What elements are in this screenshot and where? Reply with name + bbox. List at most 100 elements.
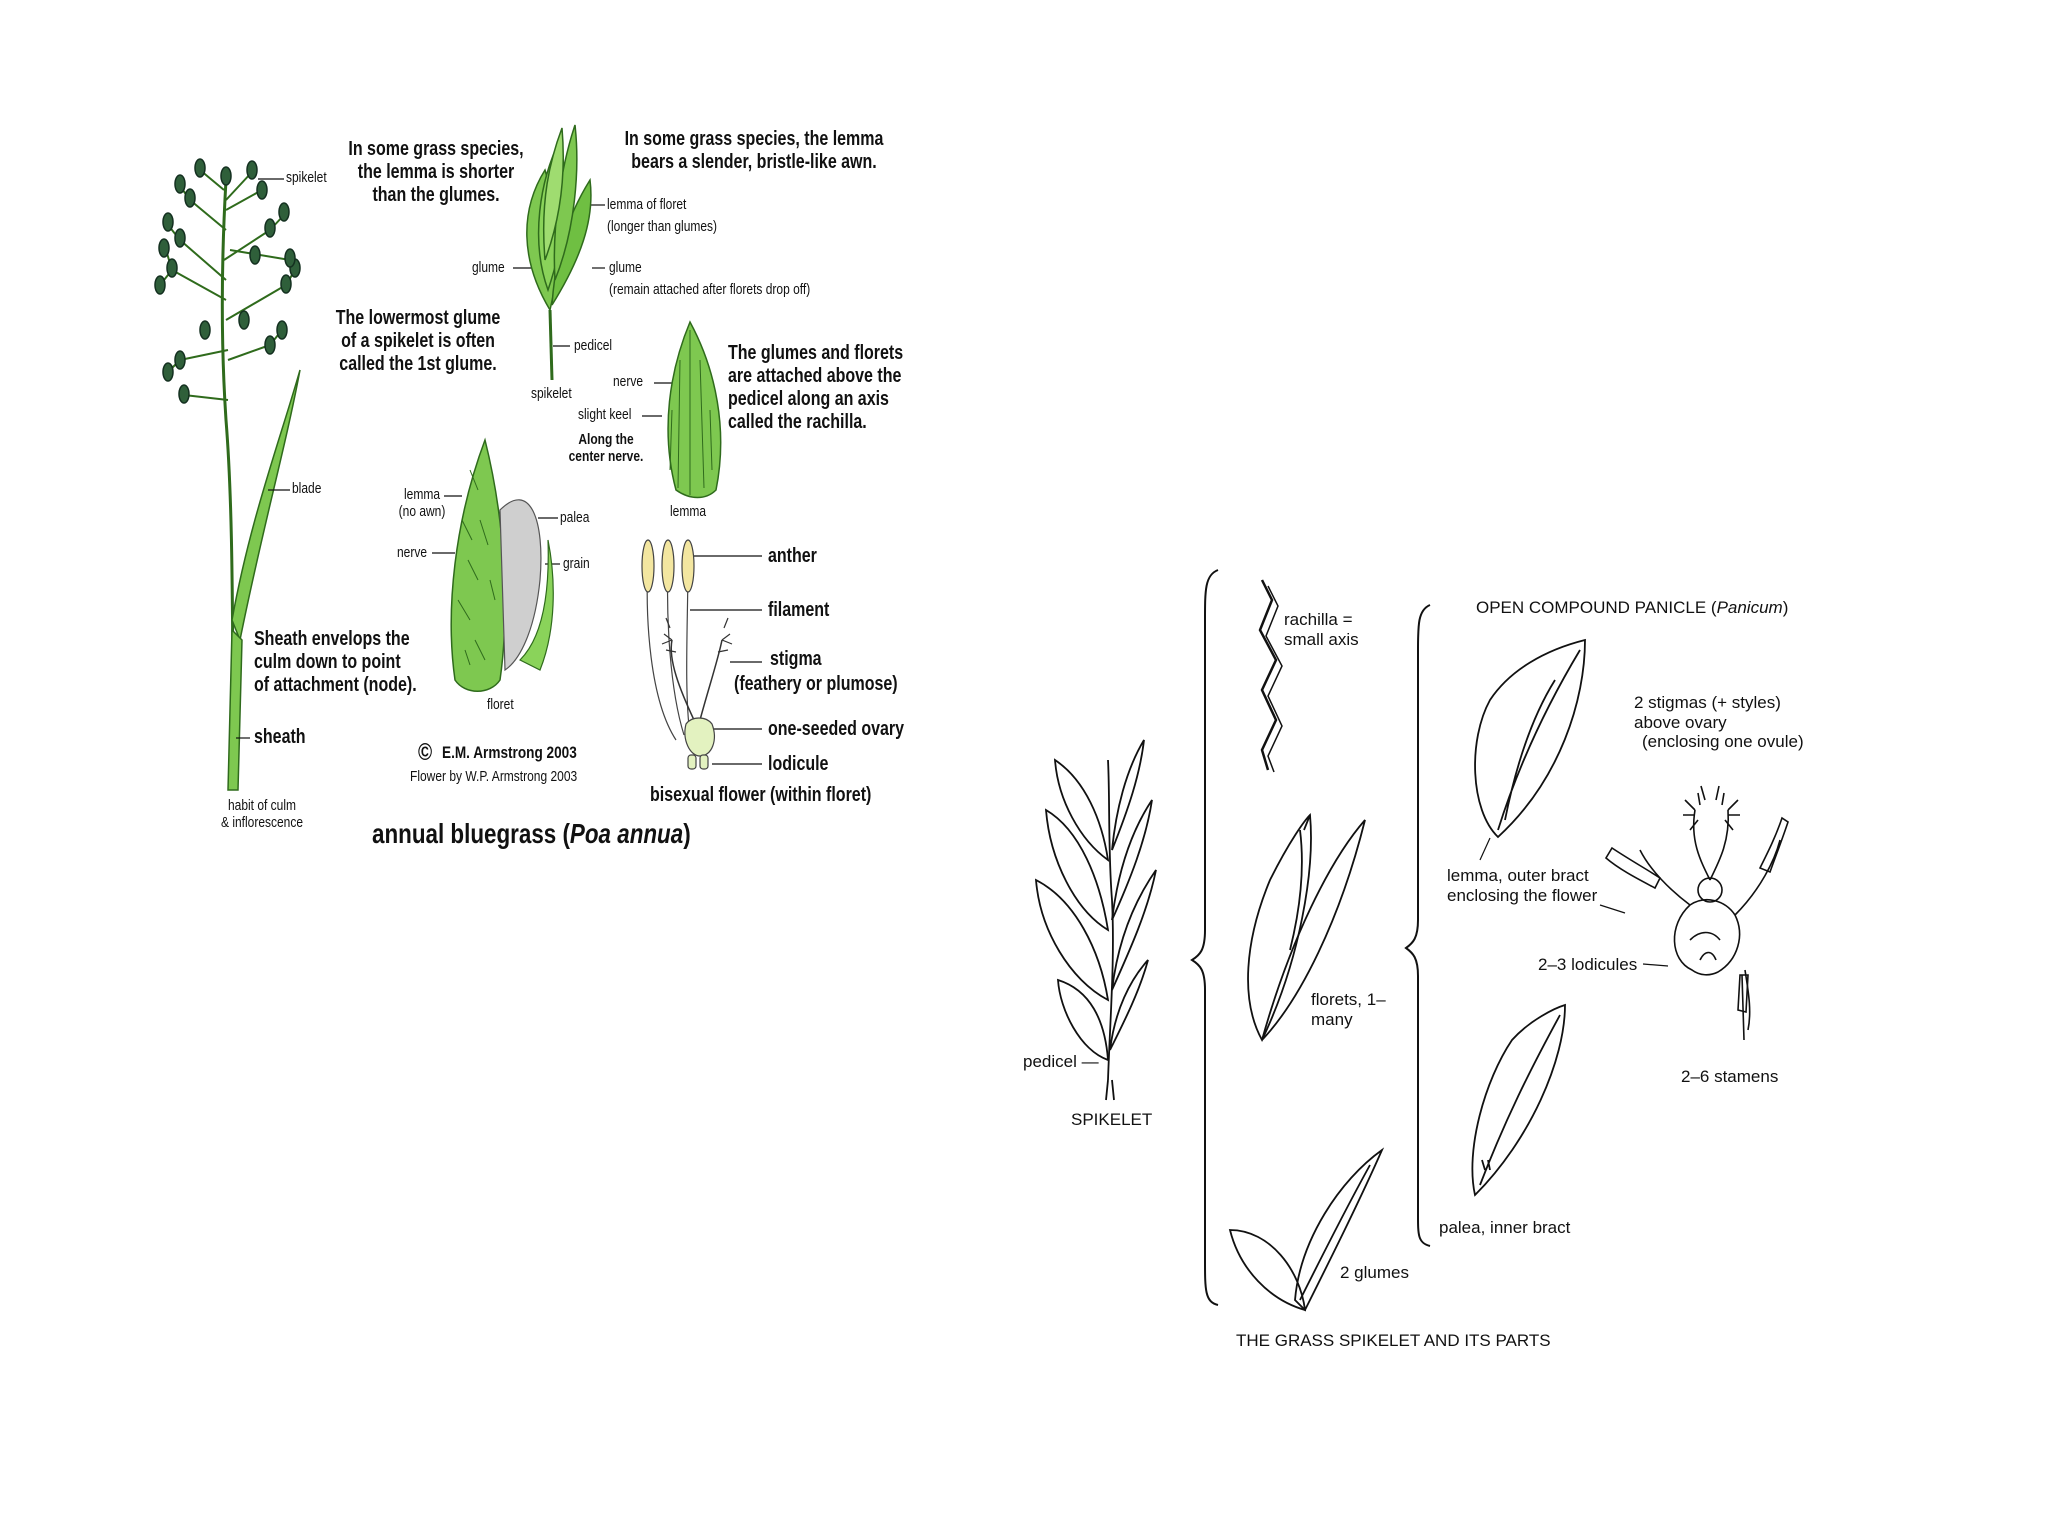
leader-lines-right [1479, 837, 1669, 967]
label-lodicules: 2–3 lodicules [1538, 955, 1638, 974]
green-spikelet [526, 124, 592, 381]
note-line: called the 1st glume. [339, 353, 497, 375]
label-filament: filament [768, 599, 830, 621]
note-line: called the rachilla. [728, 411, 867, 433]
right-caption: THE GRASS SPIKELET AND ITS PARTS [1236, 1331, 1551, 1350]
caption-suffix: ) [683, 818, 691, 849]
label-spikelet-mid: spikelet [531, 385, 572, 402]
label-blade: blade [292, 480, 322, 497]
note-line: The lowermost glume [335, 307, 501, 329]
note-line: than the glumes. [372, 184, 500, 206]
note-line: the lemma is shorter [357, 161, 515, 183]
label-spikelet-top: spikelet [286, 169, 327, 186]
label-line: enclosing the flower [1447, 885, 1598, 905]
label-glume-right: glume [609, 259, 642, 276]
label-sheath: sheath [254, 726, 306, 748]
spikelet-cluster [154, 158, 301, 404]
note-line: The glumes and florets [728, 342, 904, 364]
label-glume-remain: (remain attached after florets drop off) [609, 281, 811, 298]
label-line: (no awn) [398, 503, 446, 521]
label-bisexual-flower: bisexual flower (within floret) [650, 784, 872, 806]
label-lemma-outer-bract: lemma, outer bract enclosing the flower [1447, 866, 1597, 905]
sheath-leaf [227, 628, 243, 791]
flower-credit: Flower by W.P. Armstrong 2003 [410, 768, 578, 785]
note-line: Along the [578, 431, 634, 448]
blade-leaf [231, 369, 301, 643]
note-sheath: Sheath envelops the culm down to point o… [254, 628, 417, 697]
left-brace [1190, 569, 1219, 1306]
note-line: of attachment (node). [254, 674, 417, 696]
note-center-nerve: Along the center nerve. [562, 431, 650, 466]
note-lemma-shorter: In some grass species, the lemma is shor… [344, 138, 528, 207]
label-line: above ovary [1634, 712, 1727, 732]
label-nerve-floret: nerve [397, 544, 428, 561]
label-pedicel: pedicel [574, 337, 613, 354]
label-stigma: stigma [770, 648, 822, 670]
label-line: lemma [403, 486, 440, 503]
green-floret [450, 437, 554, 692]
label-lemma-bottom: lemma [670, 503, 707, 520]
caption-prefix: annual bluegrass ( [372, 818, 570, 849]
panicum-flower [1604, 785, 1789, 1041]
left-caption: annual bluegrass (Poa annua) [372, 818, 691, 850]
note-line: are attached above the [728, 365, 902, 387]
label-florets: florets, 1– many [1311, 990, 1386, 1029]
glumes-outline [1228, 1147, 1385, 1312]
label-floret: floret [487, 696, 514, 713]
note-line: center nerve. [568, 448, 644, 466]
bisexual-flower [641, 539, 733, 770]
label-habit: habit of culm & inflorescence [194, 797, 330, 832]
label-grain: grain [563, 555, 590, 572]
label-slight-keel: slight keel [578, 406, 632, 423]
label-habit-line-2: & inflorescence [220, 814, 304, 832]
palea-outline [1471, 1003, 1566, 1197]
label-line: many [1311, 1009, 1353, 1029]
label-line: florets, 1– [1311, 990, 1386, 1009]
label-habit-line-1: habit of culm [227, 797, 297, 814]
label-lemma-of-floret: lemma of floret [607, 196, 687, 213]
note-awn: In some grass species, the lemma bears a… [622, 128, 886, 174]
label-glume-left: glume [472, 259, 505, 276]
lemma-outline [1474, 638, 1586, 839]
panicle-text: OPEN COMPOUND PANICLE ( [1476, 598, 1717, 617]
note-line: of a spikelet is often [341, 330, 495, 352]
label-glumes: 2 glumes [1340, 1263, 1409, 1282]
label-palea: palea, inner bract [1439, 1218, 1571, 1237]
panicle-genus: Panicum [1716, 598, 1783, 617]
label-stigma-feathery: (feathery or plumose) [734, 673, 898, 695]
green-lemma [667, 320, 722, 499]
caption-italic: Poa annua [569, 818, 684, 849]
label-nerve-top: nerve [613, 373, 644, 390]
label-stamens: 2–6 stamens [1681, 1067, 1779, 1086]
note-line: bears a slender, bristle-like awn. [631, 151, 877, 173]
label-anther: anther [768, 545, 817, 567]
note-lowermost-glume: The lowermost glume of a spikelet is oft… [330, 307, 506, 376]
floret-outline [1247, 813, 1366, 1042]
label-pedicel: pedicel — [1023, 1052, 1099, 1071]
spikelet-outline-drawing [1034, 739, 1157, 1101]
panicle-close: ) [1782, 598, 1789, 617]
copyright-symbol: © [418, 739, 433, 766]
right-brace [1404, 604, 1431, 1247]
label-lodicule: lodicule [768, 753, 829, 775]
label-line: lemma, outer bract [1447, 866, 1589, 885]
label-line: (enclosing one ovule) [1642, 732, 1804, 752]
note-line: In some grass species, [348, 138, 524, 160]
label-line: rachilla = [1284, 610, 1353, 629]
label-line: 2 stigmas (+ styles) [1634, 693, 1781, 712]
label-stigmas: 2 stigmas (+ styles) above ovary (enclos… [1634, 693, 1804, 752]
note-line: In some grass species, the lemma [624, 128, 884, 150]
label-rachilla: rachilla = small axis [1284, 610, 1359, 649]
label-longer-than-glumes: (longer than glumes) [607, 218, 718, 235]
note-line: Sheath envelops the [254, 628, 410, 650]
note-line: culm down to point [254, 651, 401, 673]
label-line: small axis [1284, 629, 1359, 649]
label-lemma-no-awn: lemma (no awn) [386, 486, 458, 521]
copyright-text: E.M. Armstrong 2003 [442, 743, 577, 762]
label-ovary: one-seeded ovary [768, 718, 905, 740]
rachilla-zigzag [1258, 579, 1278, 771]
label-open-panicle: OPEN COMPOUND PANICLE (Panicum) [1476, 598, 1788, 618]
note-line: pedicel along an axis [728, 388, 889, 410]
note-rachilla: The glumes and florets are attached abov… [728, 342, 903, 434]
